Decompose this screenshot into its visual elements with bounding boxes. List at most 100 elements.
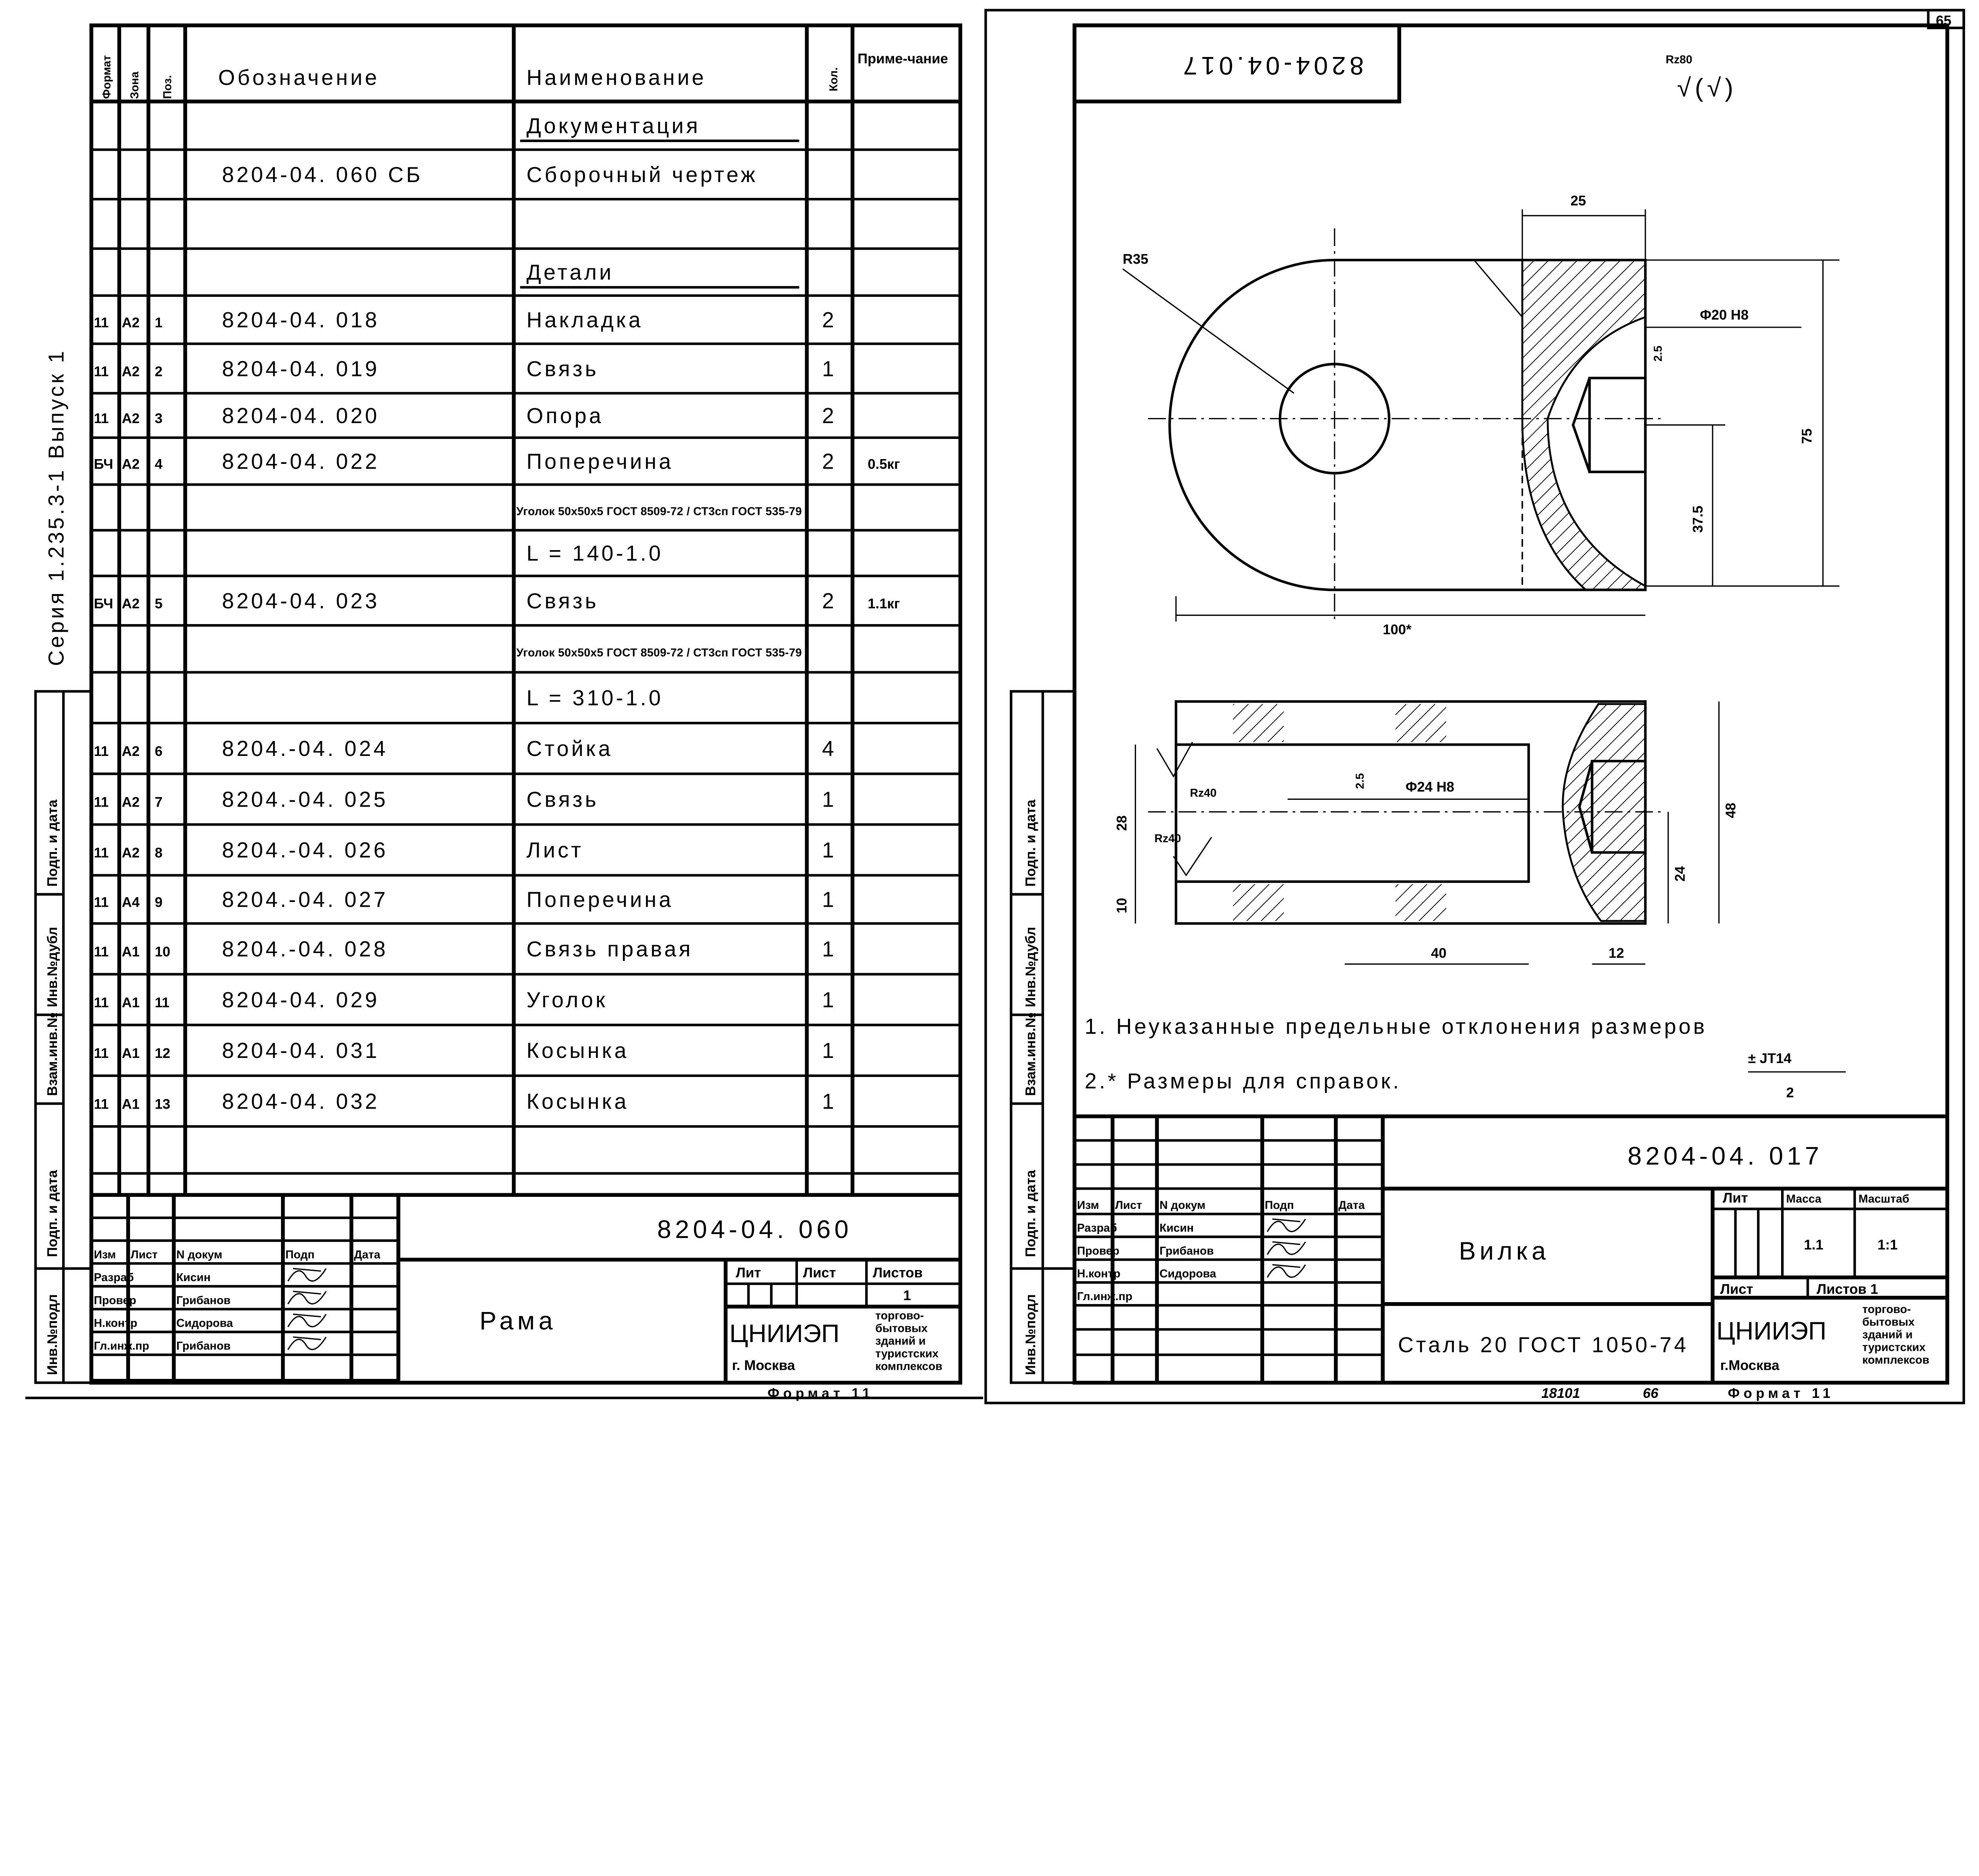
cell-qty: 2 [822, 449, 837, 473]
cell-format: 11 [94, 794, 108, 810]
org-description: торгово- [1862, 1303, 1911, 1316]
cell-qty: 4 [822, 737, 837, 761]
header-zone: Зона [128, 71, 141, 99]
cell-qty: 2 [822, 404, 837, 428]
dim-2-5-section: 2.5 [1354, 773, 1367, 789]
cell-name: Сборочный чертеж [526, 163, 758, 187]
side-label: Подп. и дата [45, 1170, 60, 1257]
cell-name: Стойка [526, 737, 613, 761]
left-lit-label: Лит [736, 1265, 761, 1281]
tb-person: Грибанов [177, 1340, 231, 1352]
dim-12: 12 [1609, 946, 1624, 961]
org-description: комплексов [1862, 1354, 1929, 1367]
cell-format: 11 [94, 364, 108, 379]
specification-table: Формат Зона Поз. Обозначение Наименовани… [89, 23, 963, 1385]
cell-format: 11 [94, 744, 108, 759]
tb-header: Изм [94, 1248, 116, 1261]
cell-name: Связь [526, 787, 599, 811]
dim-2-5-top: 2.5 [1652, 346, 1665, 361]
right-side-strip [1010, 690, 1076, 1384]
cell-name: Поперечина [526, 888, 673, 912]
cell-zone: А1 [122, 944, 140, 960]
cell-designation: 8204.-04. 026 [222, 838, 388, 862]
cell-designation: 8204-04. 023 [222, 589, 380, 613]
org-description: комплексов [876, 1360, 942, 1373]
cell-designation: 8204.-04. 028 [222, 937, 388, 961]
dim-r35: R35 [1123, 252, 1149, 267]
cell-zone: А2 [122, 315, 140, 330]
table-row: Уголок 50x50x5 ГОСТ 8509-72 / СТ3сп ГОСТ… [516, 505, 801, 518]
cell-pos: 1 [155, 315, 163, 330]
cell-pos: 10 [155, 944, 170, 960]
table-row: Детали [520, 260, 800, 289]
cell-zone: А2 [122, 364, 140, 379]
cell-format: 11 [94, 995, 108, 1010]
signature [287, 1268, 327, 1282]
signature [287, 1313, 327, 1327]
header-qty: Кол. [827, 67, 840, 91]
tb-header: Лист [1115, 1199, 1142, 1211]
tb-person: Кисин [1159, 1222, 1194, 1234]
header-pos: Поз. [161, 75, 174, 99]
dim-48: 48 [1723, 803, 1739, 818]
cell-name: Уголок 50x50x5 ГОСТ 8509-72 / СТ3сп ГОСТ… [516, 647, 801, 659]
dim-phi20: Φ20 H8 [1700, 308, 1749, 323]
cell-zone: А2 [122, 845, 140, 861]
cell-designation: 8204-04. 020 [222, 404, 380, 428]
right-mass-label: Масса [1786, 1192, 1822, 1205]
cell-name: Связь [526, 357, 599, 381]
tb-person: Грибанов [177, 1294, 231, 1307]
cell-zone: А1 [122, 1096, 140, 1112]
tb-header: Дата [1338, 1199, 1365, 1211]
cell-qty: 1 [822, 787, 837, 811]
cell-pos: 6 [155, 744, 163, 759]
side-label: Подп. и дата [1023, 1170, 1038, 1257]
cell-qty: 1 [822, 838, 837, 862]
series-label: Серия 1.235.3-1 Выпуск 1 [44, 348, 68, 666]
cell-qty: 1 [822, 888, 837, 912]
signature [1267, 1218, 1306, 1232]
header-format: Формат [101, 55, 113, 99]
right-mass-value: 1.1 [1804, 1237, 1823, 1253]
cell-note: 1.1кг [868, 596, 900, 611]
right-org: ЦНИИЭП [1717, 1317, 1827, 1345]
tb-role: Разраб [1077, 1222, 1117, 1234]
right-document-number: 8204-04. 017 [1628, 1141, 1823, 1170]
tb-person: Грибанов [1159, 1245, 1214, 1257]
cell-note: 0.5кг [868, 456, 900, 472]
cell-qty: 2 [822, 308, 837, 332]
right-lit-label: Лит [1723, 1190, 1748, 1206]
side-label: Инв.№подл [45, 1294, 60, 1375]
left-sheet: Серия 1.235.3-1 Выпуск 1 Формат Зона Поз… [25, 23, 983, 1401]
tb-person: Сидорова [1159, 1268, 1216, 1280]
signature [287, 1336, 327, 1350]
cell-name: Опора [526, 404, 604, 428]
table-row: Уголок 50x50x5 ГОСТ 8509-72 / СТ3сп ГОСТ… [516, 647, 801, 659]
dim-25: 25 [1571, 193, 1586, 209]
cell-zone: А2 [122, 744, 140, 759]
tb-person: Кисин [177, 1271, 211, 1284]
signature [1267, 1264, 1306, 1278]
cell-format: 11 [94, 845, 108, 861]
footer-order: 18101 [1541, 1386, 1580, 1401]
left-org: ЦНИИЭП [729, 1319, 839, 1348]
right-material: Сталь 20 ГОСТ 1050-74 [1398, 1333, 1688, 1357]
dim-100: 100* [1383, 622, 1412, 638]
org-description: бытовых [1862, 1316, 1914, 1328]
dim-24: 24 [1672, 866, 1688, 882]
dim-10: 10 [1114, 898, 1130, 913]
roughness-symbol: √(√) [1677, 74, 1737, 102]
cell-name: Накладка [526, 308, 643, 332]
left-document-number: 8204-04. 060 [657, 1215, 852, 1244]
cell-pos: 4 [155, 456, 163, 472]
signature [1267, 1241, 1306, 1255]
tb-header: Изм [1077, 1199, 1099, 1211]
cell-name: Косынка [526, 1039, 629, 1063]
